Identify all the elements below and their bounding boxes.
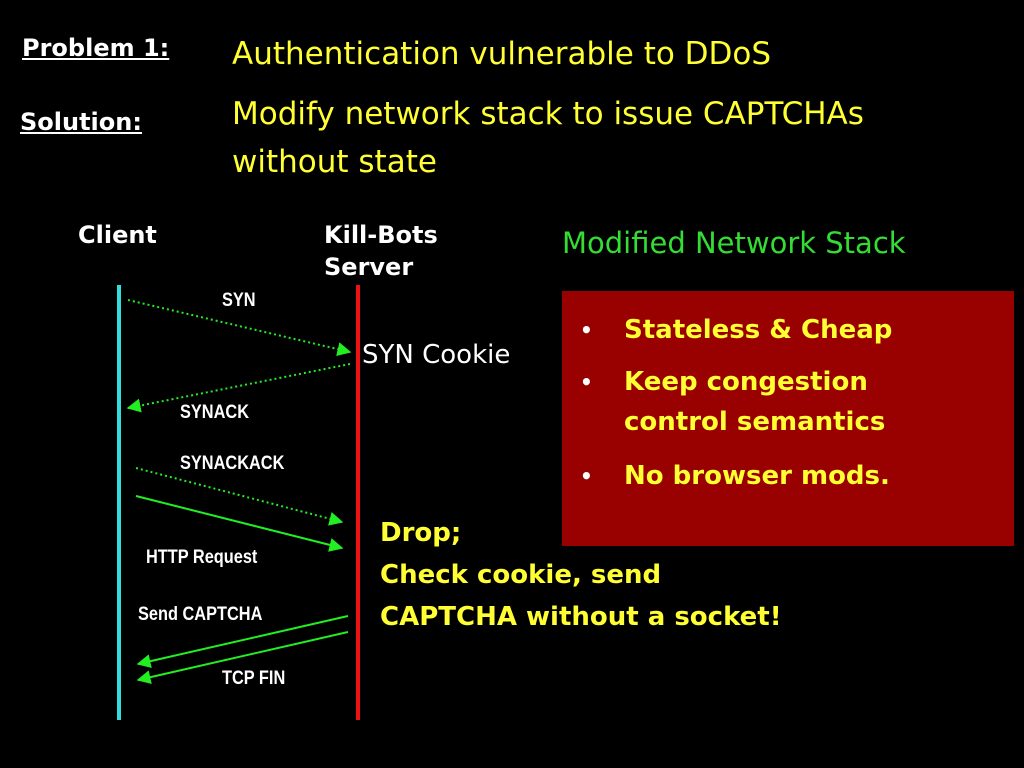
bullet-item: • No browser mods. xyxy=(580,459,890,493)
tcp-fin-label: TCP FIN xyxy=(222,668,286,689)
send-captcha-arrow xyxy=(136,615,349,669)
http-request-label: HTTP Request xyxy=(146,547,258,568)
synackack-label: SYNACKACK xyxy=(180,453,285,474)
synack-label: SYNACK xyxy=(180,402,250,423)
bullet-continuation: control semantics xyxy=(624,405,885,439)
bullet-dot: • xyxy=(580,464,593,488)
bullet-dot: • xyxy=(580,370,593,394)
problem-text: Authentication vulnerable to DDoS xyxy=(232,36,772,72)
solution-line-1: Modify network stack to issue CAPTCHAs xyxy=(232,96,864,132)
synackack-arrow xyxy=(135,467,344,526)
server-label-line-2: Server xyxy=(324,253,414,281)
send-captcha-label: Send CAPTCHA xyxy=(138,604,263,625)
bullet-text: No browser mods. xyxy=(624,461,890,491)
tcp-fin-arrow xyxy=(136,631,349,685)
client-label: Client xyxy=(78,221,157,249)
http-request-arrow xyxy=(135,495,344,552)
bullet-text: control semantics xyxy=(624,407,886,437)
drop-note-line-2: Check cookie, send xyxy=(380,560,662,590)
syn-label: SYN xyxy=(222,290,256,311)
drop-note-line-1: Drop; xyxy=(380,518,462,548)
syn-arrow xyxy=(127,299,352,356)
bullet-text: Stateless & Cheap xyxy=(624,315,893,345)
bullet-text: Keep congestion xyxy=(624,367,868,397)
syn-cookie-label: SYN Cookie xyxy=(362,340,511,370)
feature-box: • Stateless & Cheap • Keep congestion co… xyxy=(562,291,1014,546)
problem-label: Problem 1: xyxy=(22,34,170,62)
drop-note-line-3: CAPTCHA without a socket! xyxy=(380,602,782,632)
drop-note: Drop; Check cookie, send CAPTCHA without… xyxy=(380,512,782,638)
modified-stack-title: Modified Network Stack xyxy=(562,226,906,260)
server-label-line-1: Kill-Bots xyxy=(324,221,438,249)
solution-line-2: without state xyxy=(232,144,437,180)
bullet-item: • Stateless & Cheap xyxy=(580,313,893,347)
bullet-dot: • xyxy=(580,318,593,342)
solution-label: Solution: xyxy=(20,108,142,136)
bullet-item: • Keep congestion xyxy=(580,365,868,399)
